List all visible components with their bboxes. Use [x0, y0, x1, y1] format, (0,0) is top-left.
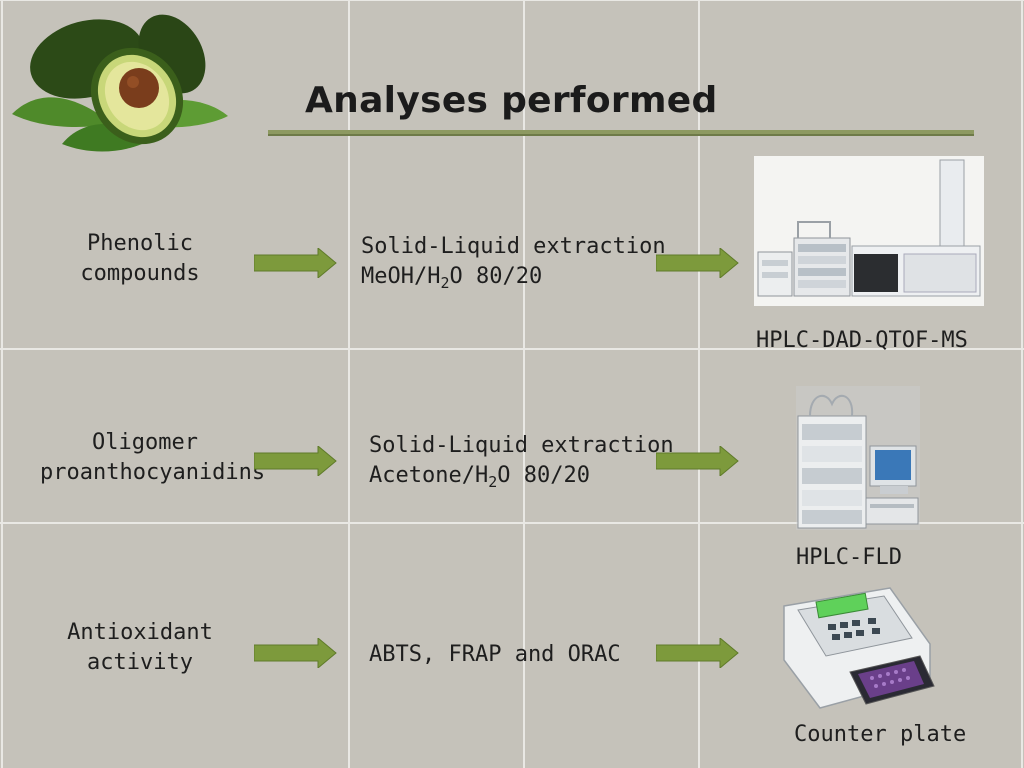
- hplc-qtof-ms-icon: [754, 156, 984, 306]
- analyte-label-proanthocyanidins: Oligomer proanthocyanidins: [40, 430, 266, 485]
- page-title: Analyses performed: [305, 80, 718, 121]
- avocado-icon: [12, 14, 228, 152]
- analyte-label-phenolic: Phenolic compounds: [80, 231, 200, 286]
- arrow-right-icon: [656, 446, 739, 476]
- arrow-right-icon: [254, 638, 337, 668]
- method-label-proanthocyanidins: Solid-Liquid extraction Acetone/H2O 80/2…: [369, 433, 674, 491]
- hplc-fld-icon: [796, 386, 920, 530]
- analyte-label-antioxidant: Antioxidant activity: [67, 620, 213, 675]
- instrument-label-fld: HPLC-FLD: [796, 545, 902, 570]
- instrument-label-plate: Counter plate: [794, 722, 967, 747]
- plate-reader-icon: [783, 587, 935, 709]
- arrow-right-icon: [254, 446, 337, 476]
- title-underline: [268, 130, 974, 136]
- arrow-right-icon: [254, 248, 337, 278]
- method-label-antioxidant: ABTS, FRAP and ORAC: [369, 642, 621, 667]
- instrument-label-qtof: HPLC-DAD-QTOF-MS: [756, 328, 968, 353]
- method-label-phenolic: Solid-Liquid extraction MeOH/H2O 80/20: [361, 234, 666, 292]
- arrow-right-icon: [656, 248, 739, 278]
- arrow-right-icon: [656, 638, 739, 668]
